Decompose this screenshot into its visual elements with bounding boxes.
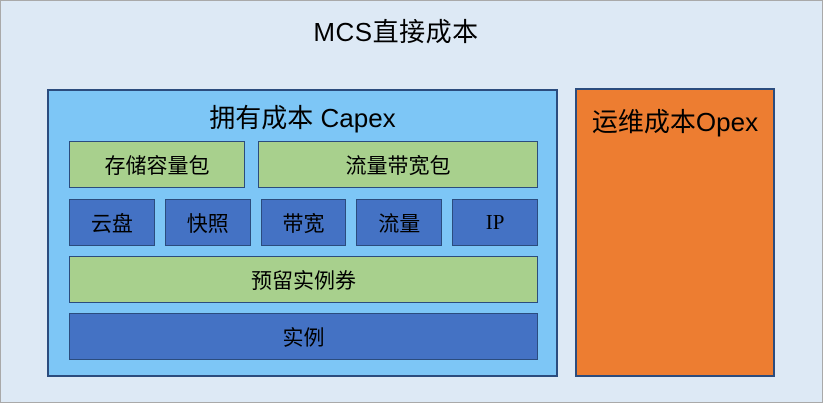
capex-title: 拥有成本 Capex xyxy=(209,103,396,133)
block-traffic-bandwidth-package: 流量带宽包 xyxy=(258,141,538,188)
capex-row-instance: 实例 xyxy=(69,313,538,360)
capex-box: 拥有成本 Capex 存储容量包 流量带宽包 云盘 快照 带宽 流量 IP 预留… xyxy=(47,89,558,377)
opex-title: 运维成本Opex xyxy=(591,107,759,137)
block-bandwidth: 带宽 xyxy=(260,199,347,246)
diagram-title: MCS直接成本 xyxy=(313,17,479,47)
block-cloud-disk: 云盘 xyxy=(69,199,155,246)
capex-row-resources: 云盘 快照 带宽 流量 IP xyxy=(69,199,538,246)
block-storage-capacity-package: 存储容量包 xyxy=(69,141,245,188)
block-traffic: 流量 xyxy=(356,199,443,246)
capex-row-reserved: 预留实例券 xyxy=(69,256,538,303)
capex-row-packages: 存储容量包 流量带宽包 xyxy=(69,141,538,188)
opex-box: 运维成本Opex xyxy=(575,88,775,377)
block-instance: 实例 xyxy=(69,313,538,360)
block-snapshot: 快照 xyxy=(164,199,251,246)
block-ip: IP xyxy=(452,199,538,246)
block-reserved-instance-voucher: 预留实例券 xyxy=(69,256,538,303)
